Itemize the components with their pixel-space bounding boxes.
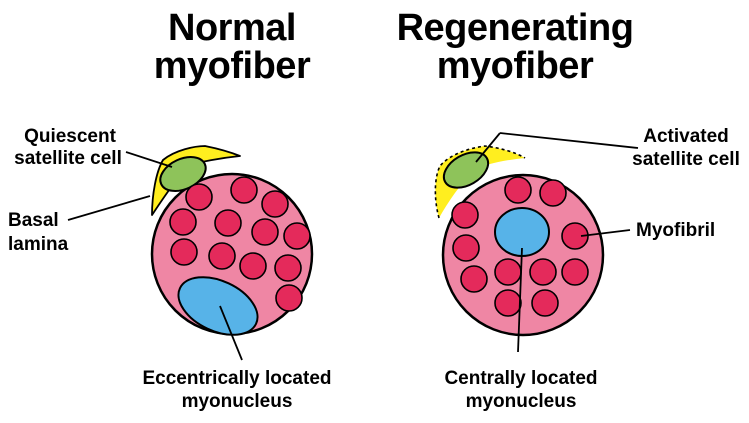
myofibril (230, 176, 258, 204)
basal-lamina-leader-line (67, 195, 151, 221)
regenerating-myofiber-panel: Regenerating myofiber (397, 7, 740, 412)
myofibril (261, 190, 289, 218)
regenerating-title-line2: myofiber (437, 45, 594, 87)
myofibril (208, 242, 236, 270)
myofibril (561, 258, 589, 286)
myofibril (275, 284, 303, 312)
activated-label-line2: satellite cell (632, 149, 740, 170)
basal-label-line2: lamina (8, 234, 69, 255)
activated-leader-line (475, 132, 501, 163)
myofibril (251, 218, 279, 246)
activated-label-line1: Activated (643, 126, 729, 147)
myofibril-label: Myofibril (636, 220, 715, 241)
myofibril (239, 252, 267, 280)
myofibril (214, 209, 242, 237)
normal-title-line2: myofiber (154, 45, 311, 87)
basal-label-line1: Basal (8, 210, 59, 231)
myofibril (494, 289, 522, 317)
myofibril (452, 234, 480, 262)
eccentric-nucleus-label-line2: myonucleus (182, 391, 293, 412)
central-nucleus-leader-line (517, 247, 523, 353)
regenerating-title-line1: Regenerating (397, 7, 634, 49)
myofibril-leader-line (580, 229, 631, 237)
central-nucleus-label-line1: Centrally located (444, 368, 597, 389)
myofibril (170, 238, 198, 266)
myofibril (274, 254, 302, 282)
myofibril (529, 258, 557, 286)
myofibril (531, 289, 559, 317)
eccentric-myonucleus (177, 276, 259, 336)
myofibril (451, 201, 479, 229)
normal-myofiber-panel: Normal myofiber Quies (8, 7, 332, 412)
myofibril (283, 222, 311, 250)
myofibril (185, 183, 213, 211)
normal-myofibrils (169, 176, 311, 312)
myofibril (494, 258, 522, 286)
myofibril (460, 265, 488, 293)
activated-leader-line-2 (499, 132, 639, 149)
myofibril (169, 208, 197, 236)
myofibril (504, 176, 532, 204)
quiescent-label-line1: Quiescent (24, 126, 117, 147)
quiescent-leader-line (125, 151, 173, 168)
eccentric-nucleus-label-line1: Eccentrically located (142, 368, 331, 389)
eccentric-nucleus-leader-line (219, 305, 243, 361)
normal-title-line1: Normal (168, 7, 296, 49)
quiescent-label-line2: satellite cell (14, 148, 122, 169)
myofibril (539, 179, 567, 207)
regenerating-myofibrils (451, 176, 589, 317)
central-nucleus-label-line2: myonucleus (466, 391, 577, 412)
